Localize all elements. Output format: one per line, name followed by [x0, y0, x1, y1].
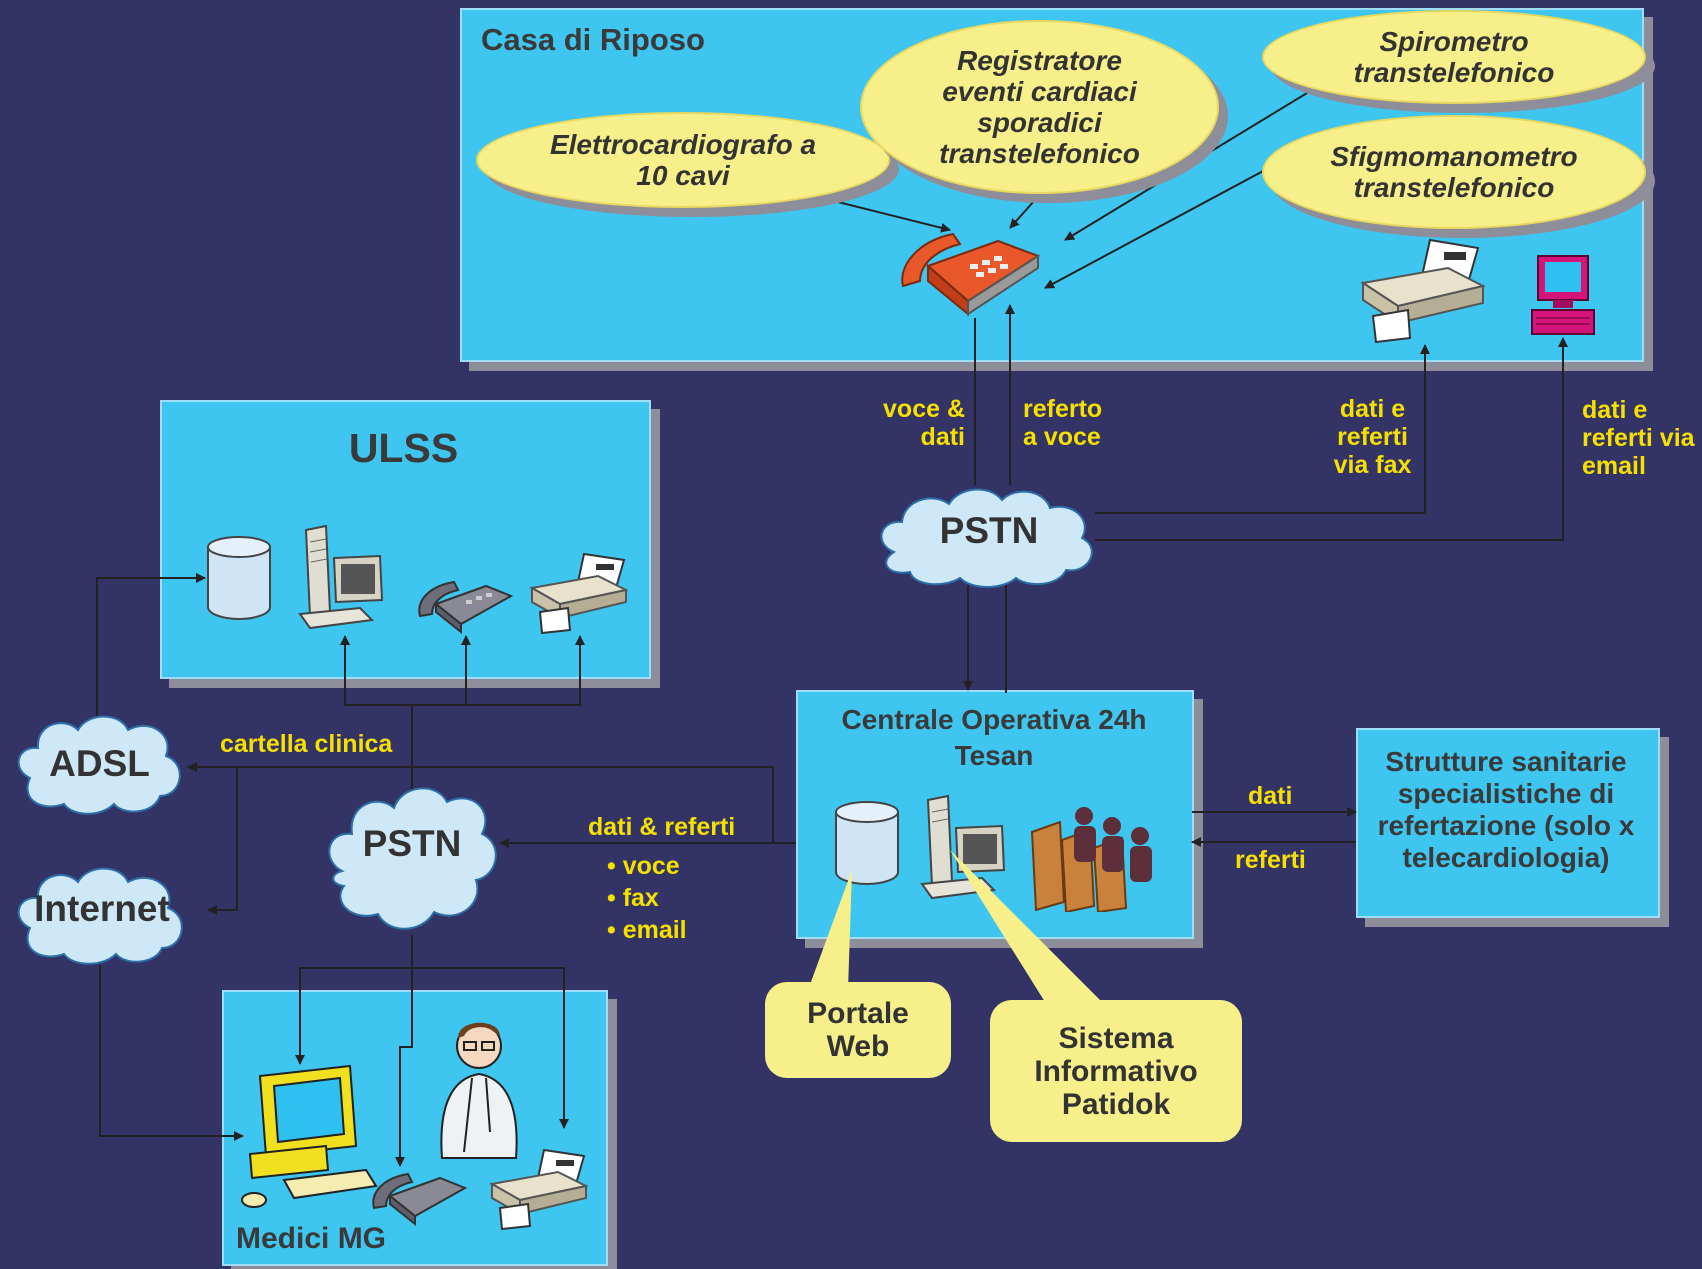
referti-label: referti — [1235, 846, 1306, 874]
registratore-label: Registratore eventi cardiaci sporadici t… — [939, 45, 1140, 169]
elettrocardiografo-ellipse: Elettrocardiografo a 10 cavi — [476, 112, 890, 208]
pstn-left-cloud — [328, 787, 497, 930]
dati-label: dati — [1248, 782, 1293, 810]
spirometro-label: Spirometro transtelefonico — [1353, 26, 1555, 88]
sistema-informativo-callout: Sistema Informativo Patidok — [990, 1000, 1242, 1142]
fax-icon — [529, 552, 628, 634]
pstn-top-cloud — [880, 488, 1093, 588]
server-computer-icon — [298, 524, 384, 630]
registratore-ellipse: Registratore eventi cardiaci sporadici t… — [860, 20, 1219, 194]
internet-cloud — [17, 867, 183, 965]
call-center-operators-icon — [1030, 807, 1152, 912]
computer-icon — [241, 1064, 378, 1208]
portale-web-label: Portale Web — [807, 997, 909, 1063]
elettrocardiografo-label: Elettrocardiografo a 10 cavi — [549, 129, 817, 191]
dati-referti-label: dati & referti — [588, 813, 736, 841]
fax-label: dati e referti via fax — [1333, 395, 1412, 479]
channel-list: • voce • fax • email — [607, 850, 687, 946]
portale-web-callout: Portale Web — [765, 982, 951, 1078]
fax-icon — [489, 1148, 588, 1230]
database-icon — [835, 801, 899, 885]
spirometro-ellipse: Spirometro transtelefonico — [1262, 10, 1646, 104]
adsl-cloud — [17, 715, 181, 815]
internet-label: Internet — [34, 888, 170, 929]
voce-dati-label: voce & dati — [883, 395, 965, 451]
doctor-icon — [440, 1022, 518, 1159]
cartella-clinica-label: cartella clinica — [220, 730, 393, 758]
channel-email: • email — [607, 916, 687, 944]
sfigmomanometro-label: Sfigmomanometro transtelefonico — [1330, 141, 1578, 203]
centrale-title: Centrale Operativa 24h Tesan — [841, 704, 1147, 771]
pstn-top-label: PSTN — [939, 510, 1039, 551]
database-icon — [207, 536, 271, 620]
telephone-icon — [372, 1172, 468, 1226]
referto-voce-label: referto a voce — [1023, 395, 1103, 451]
computer-icon — [1531, 255, 1595, 335]
channel-voce: • voce — [607, 852, 680, 880]
casa-di-riposo-title: Casa di Riposo — [481, 22, 705, 57]
medici-mg-title: Medici MG — [236, 1222, 387, 1255]
ulss-title: ULSS — [348, 425, 459, 471]
adsl-label: ADSL — [49, 743, 150, 784]
pstn-left-label: PSTN — [362, 823, 462, 864]
fax-icon — [1360, 238, 1486, 343]
strutture-title: Strutture sanitarie specialistiche di re… — [1377, 746, 1635, 873]
sfigmomanometro-ellipse: Sfigmomanometro transtelefonico — [1262, 115, 1646, 229]
sistema-informativo-label: Sistema Informativo Patidok — [1034, 1021, 1198, 1121]
email-label: dati e referti via email — [1582, 396, 1695, 480]
telephone-icon — [418, 580, 514, 634]
telephone-icon — [901, 232, 1041, 317]
channel-fax: • fax — [607, 884, 659, 912]
strutture-box — [1356, 728, 1660, 918]
